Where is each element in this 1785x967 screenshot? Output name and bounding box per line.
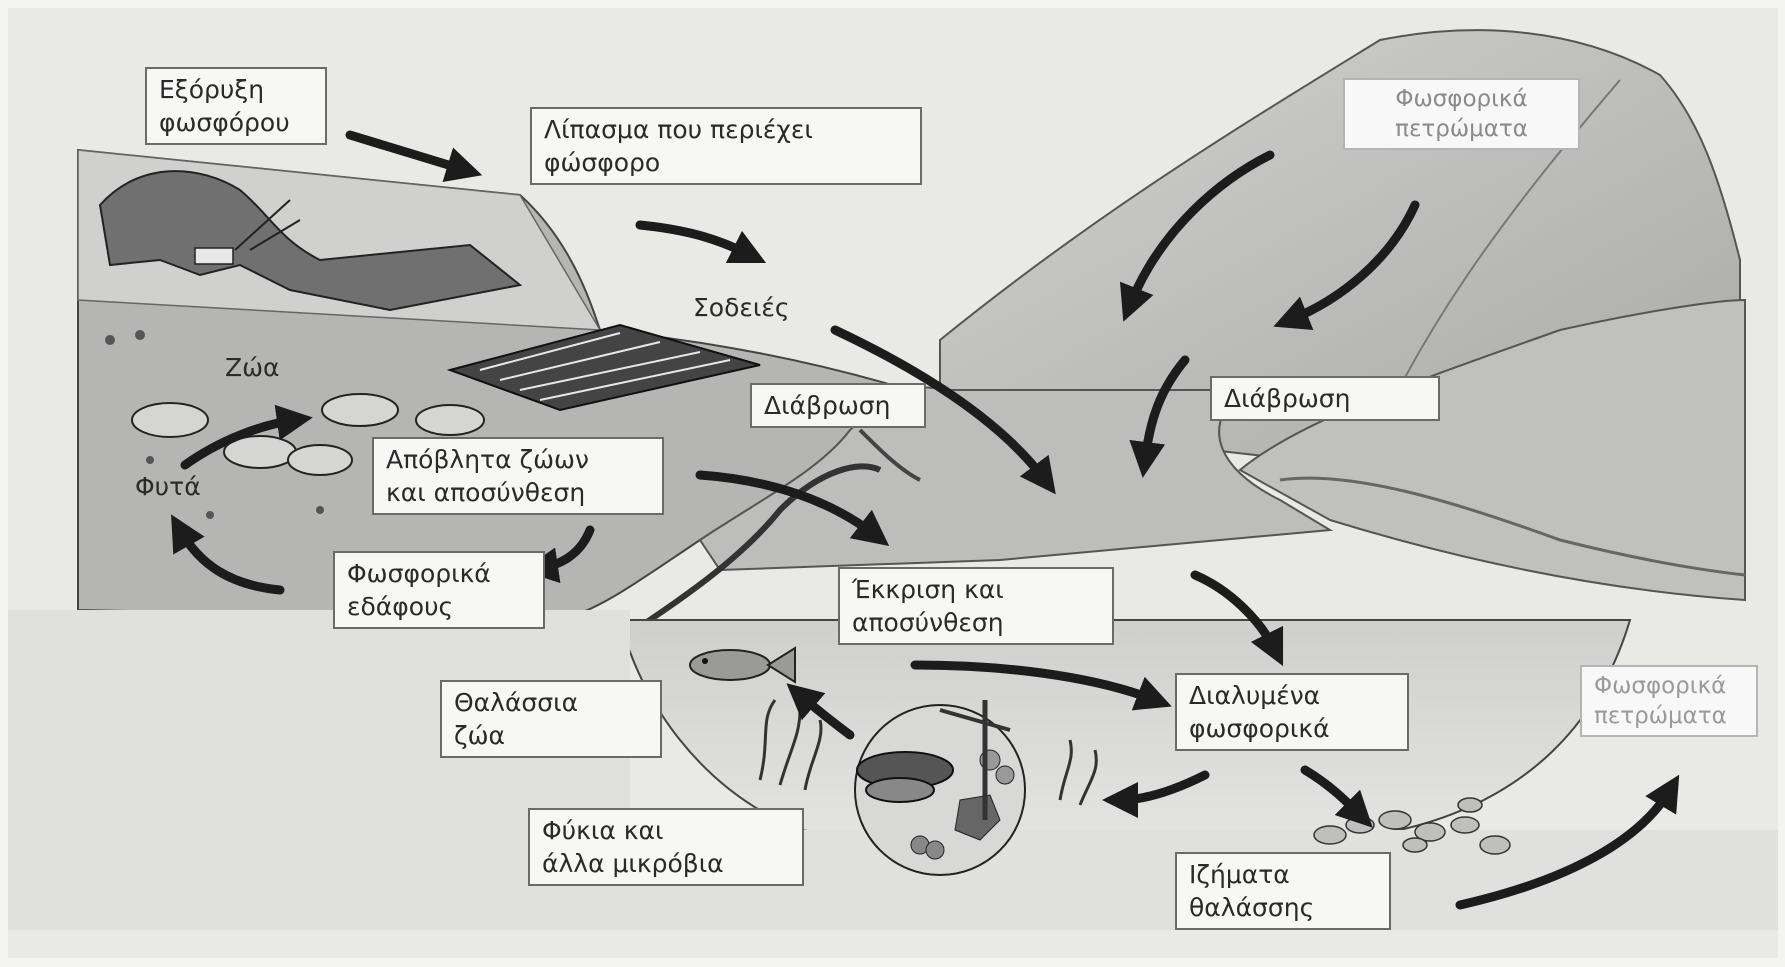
label-marine-animals: Θαλάσσια ζώα <box>440 680 662 758</box>
label-plants: Φυτά <box>135 472 201 501</box>
label-phosphate-rocks-top: Φωσφορικά πετρώματα <box>1343 78 1580 150</box>
label-phosphorus-mining: Εξόρυξη φωσφόρου <box>145 67 327 145</box>
label-erosion-right: Διάβρωση <box>1210 376 1440 421</box>
label-animal-waste: Απόβλητα ζώων και αποσύνθεση <box>372 437 664 515</box>
label-erosion-left: Διάβρωση <box>750 383 926 428</box>
label-phosphate-rocks-right: Φωσφορικά πετρώματα <box>1580 665 1758 737</box>
label-soil-phosphates: Φωσφορικά εδάφους <box>333 551 545 629</box>
label-fertilizer: Λίπασμα που περιέχει φώσφορο <box>530 107 922 185</box>
label-excretion: Έκκριση και αποσύνθεση <box>838 567 1114 645</box>
label-animals: Ζώα <box>225 353 280 382</box>
label-dissolved-phosphates: Διαλυμένα φωσφορικά <box>1175 673 1409 751</box>
label-runoff: Σοδειές <box>693 293 790 322</box>
label-algae: Φύκια και άλλα μικρόβια <box>528 808 804 886</box>
label-sea-sediments: Ιζήματα θαλάσσης <box>1175 852 1391 930</box>
